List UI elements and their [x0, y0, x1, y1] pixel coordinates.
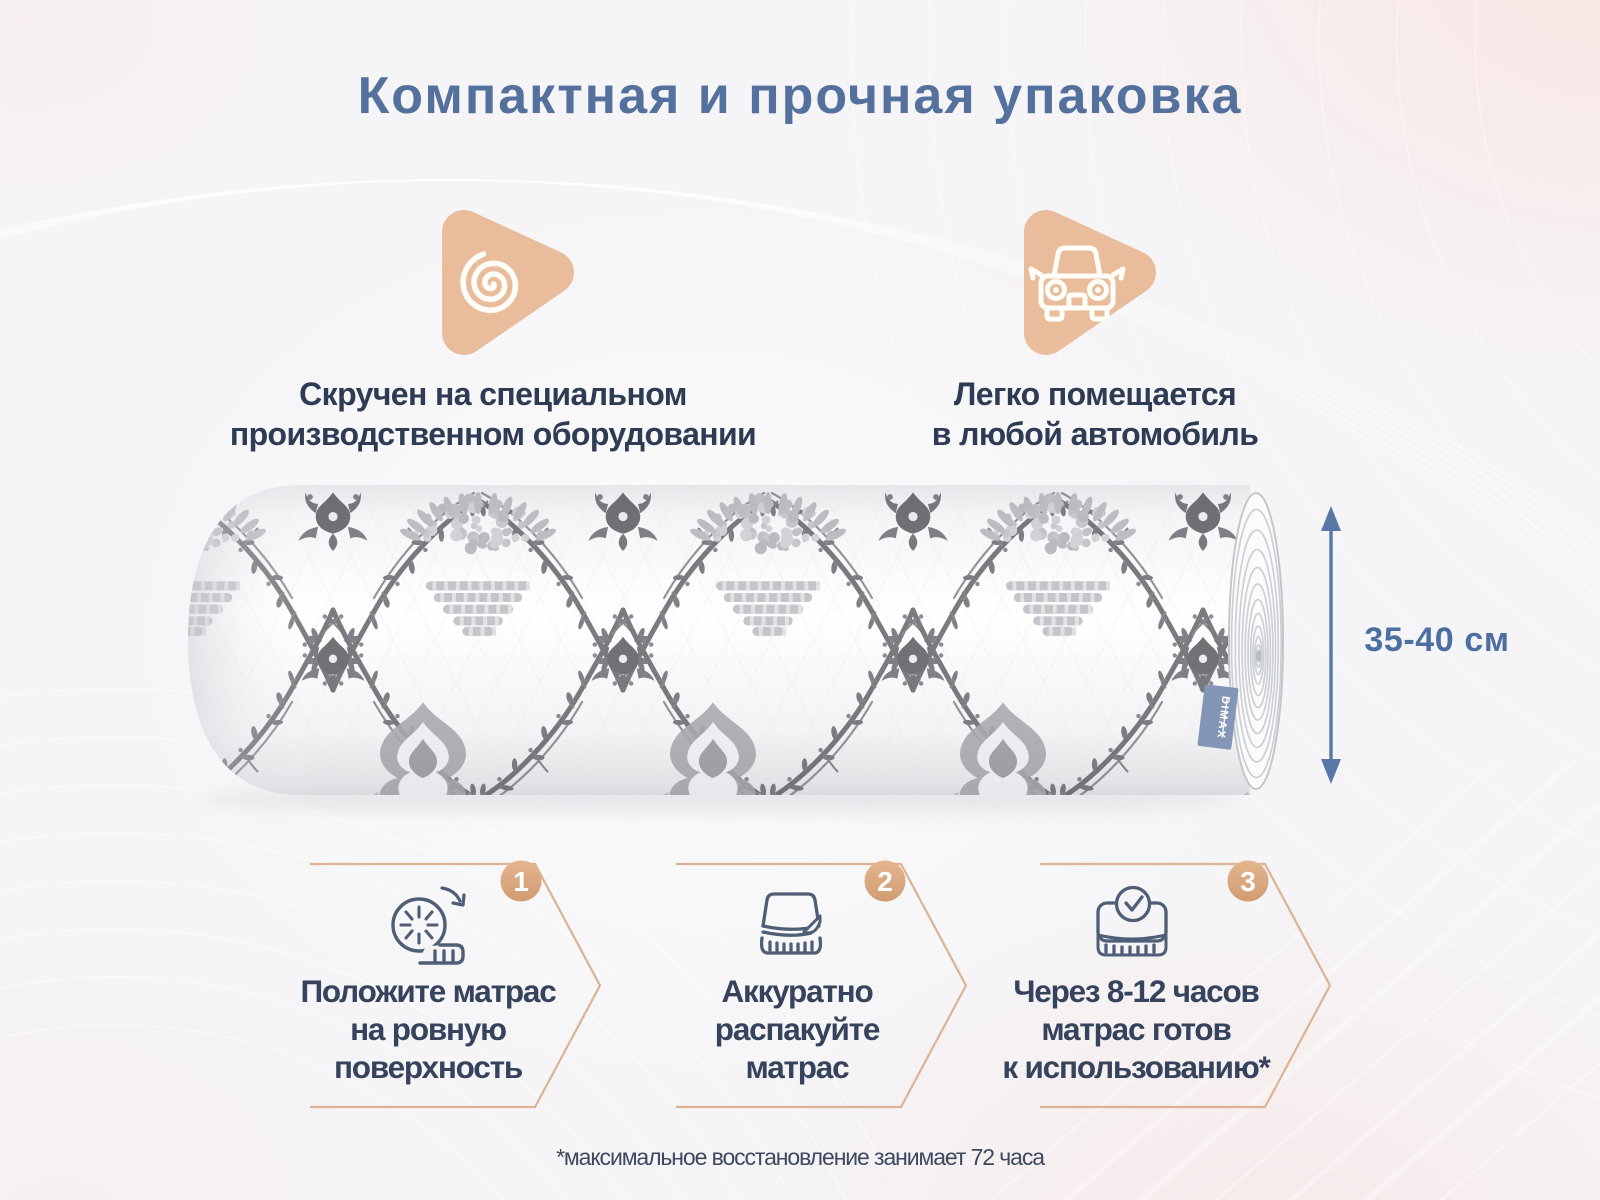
- svg-text:3: 3: [1240, 866, 1256, 897]
- svg-text:2: 2: [877, 866, 893, 897]
- svg-text:1: 1: [513, 866, 529, 897]
- svg-text:DIMAX: DIMAX: [1214, 695, 1231, 740]
